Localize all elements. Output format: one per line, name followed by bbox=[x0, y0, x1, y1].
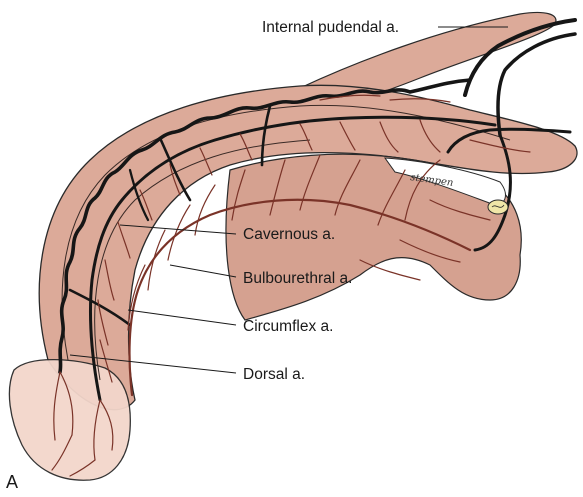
leader-cavernous bbox=[119, 224, 237, 235]
panel-letter: A bbox=[6, 472, 18, 492]
circumflex-artery-2 bbox=[158, 136, 192, 202]
pudendal-lower-loop bbox=[446, 127, 572, 154]
cavernous-artery bbox=[88, 115, 497, 402]
corpus-spongiosum-bulb bbox=[225, 153, 522, 321]
bulb-detail bbox=[487, 199, 509, 215]
leader-dorsal bbox=[69, 354, 237, 374]
leader-circumflex bbox=[127, 309, 237, 326]
label-bulbourethral: Bulbourethral a. bbox=[243, 270, 352, 287]
leader-bulbourethral bbox=[169, 264, 237, 278]
leader-lines bbox=[69, 26, 508, 374]
arterial-branches bbox=[51, 94, 531, 477]
tissue-bodies bbox=[8, 11, 578, 481]
label-circumflex: Circumflex a. bbox=[243, 318, 333, 335]
crural-gap bbox=[383, 157, 506, 206]
pudendal-to-bulb-artery bbox=[473, 133, 512, 252]
fascia-line-inner bbox=[94, 139, 311, 381]
main-arteries bbox=[58, 18, 577, 402]
label-cavernous: Cavernous a. bbox=[243, 226, 335, 243]
glans bbox=[8, 358, 131, 481]
circumflex-artery-4 bbox=[128, 168, 150, 222]
dorsal-artery bbox=[58, 78, 472, 374]
label-dorsal: Dorsal a. bbox=[243, 366, 305, 383]
label-internal-pudendal: Internal pudendal a. bbox=[262, 19, 399, 36]
circumflex-artery-1 bbox=[260, 104, 272, 167]
circumflex-artery-3 bbox=[68, 288, 132, 327]
internal-pudendal-artery bbox=[463, 18, 577, 97]
internal-pudendal-artery-branch-2 bbox=[496, 32, 577, 137]
bulbourethral-artery bbox=[128, 198, 472, 397]
